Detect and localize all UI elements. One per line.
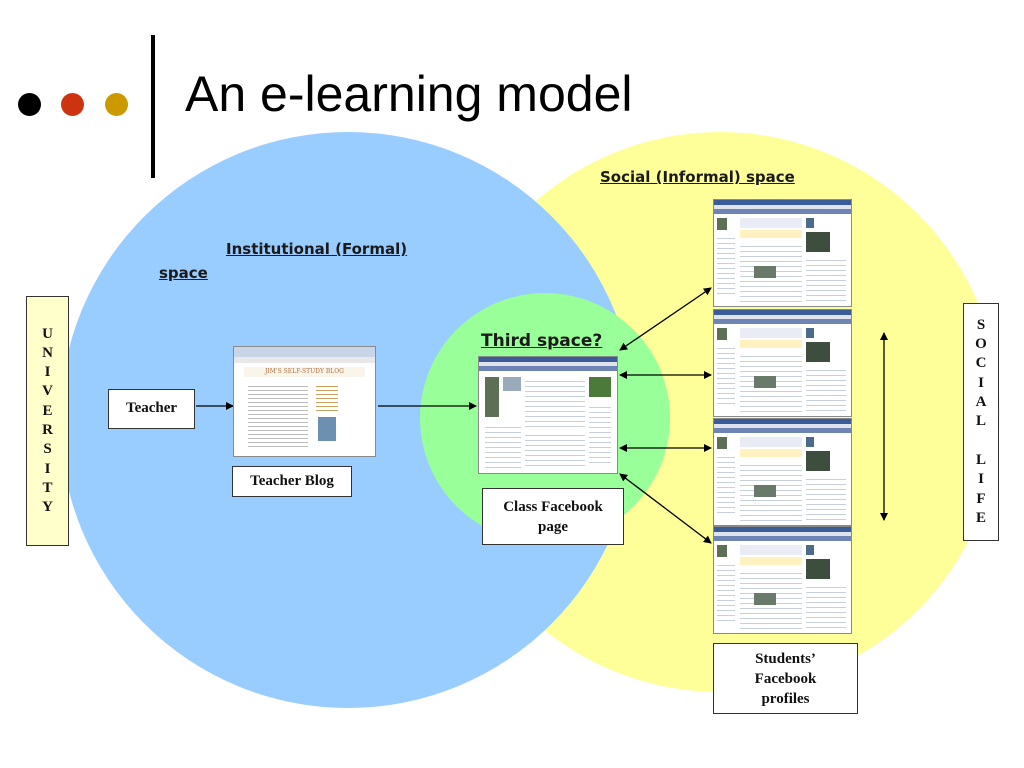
university-letter: U — [42, 325, 53, 342]
university-letter: I — [44, 460, 51, 477]
students-label-line1: Students’ — [755, 651, 816, 667]
student-profile-screenshot — [713, 526, 852, 634]
social-life-letter: A — [975, 394, 987, 411]
third-space-label: Third space? — [481, 331, 603, 351]
social-life-letter: F — [976, 490, 986, 507]
student-profile-screenshot — [713, 199, 852, 307]
university-letter: Y — [42, 499, 53, 516]
blog-heading: JIM'S SELF-STUDY BLOG — [244, 367, 365, 377]
title-divider — [151, 35, 155, 178]
student-profile-screenshot — [713, 418, 852, 526]
social-life-letter: E — [975, 509, 986, 526]
arrow-class-to-profile-4 — [619, 473, 712, 544]
class-facebook-label-line1: Class Facebook — [503, 499, 603, 515]
students-facebook-box: Students’ Facebook profiles — [713, 643, 858, 714]
social-life-letter: L — [975, 451, 986, 468]
bullet-dot-red — [61, 93, 84, 116]
social-life-letter: C — [975, 355, 987, 372]
university-letter: N — [42, 344, 53, 361]
class-facebook-screenshot — [478, 356, 618, 474]
university-letter: S — [43, 441, 52, 458]
slide-title: An e-learning model — [185, 66, 633, 122]
institutional-space-label-line2: space — [159, 264, 208, 282]
university-letter: I — [44, 364, 51, 381]
university-letter: E — [42, 402, 53, 419]
social-life-letter: L — [975, 413, 986, 430]
social-life-letter: S — [976, 316, 986, 333]
university-letter: R — [42, 422, 53, 438]
teacher-box: Teacher — [108, 389, 195, 429]
social-life-letter — [964, 432, 998, 451]
teacher-blog-box: Teacher Blog — [232, 466, 352, 497]
social-life-letter: I — [978, 471, 984, 488]
class-facebook-box: Class Facebook page — [482, 488, 624, 545]
social-life-letter: I — [978, 374, 984, 391]
social-life-letter: O — [975, 336, 987, 353]
bullet-dot-gold — [105, 93, 128, 116]
class-facebook-label-line2: page — [538, 519, 568, 535]
social-space-label: Social (Informal) space — [600, 168, 795, 186]
students-label-line3: profiles — [761, 691, 810, 707]
teacher-blog-screenshot: JIM'S SELF-STUDY BLOG — [233, 346, 376, 457]
university-letter: T — [42, 479, 53, 496]
bullet-dot-black — [18, 93, 41, 116]
student-profile-screenshot — [713, 309, 852, 417]
arrow-class-to-profile-1 — [619, 287, 712, 351]
institutional-space-label-line1: Institutional (Formal) — [226, 240, 408, 258]
students-label-line2: Facebook — [754, 671, 817, 687]
university-letter: V — [42, 383, 53, 400]
